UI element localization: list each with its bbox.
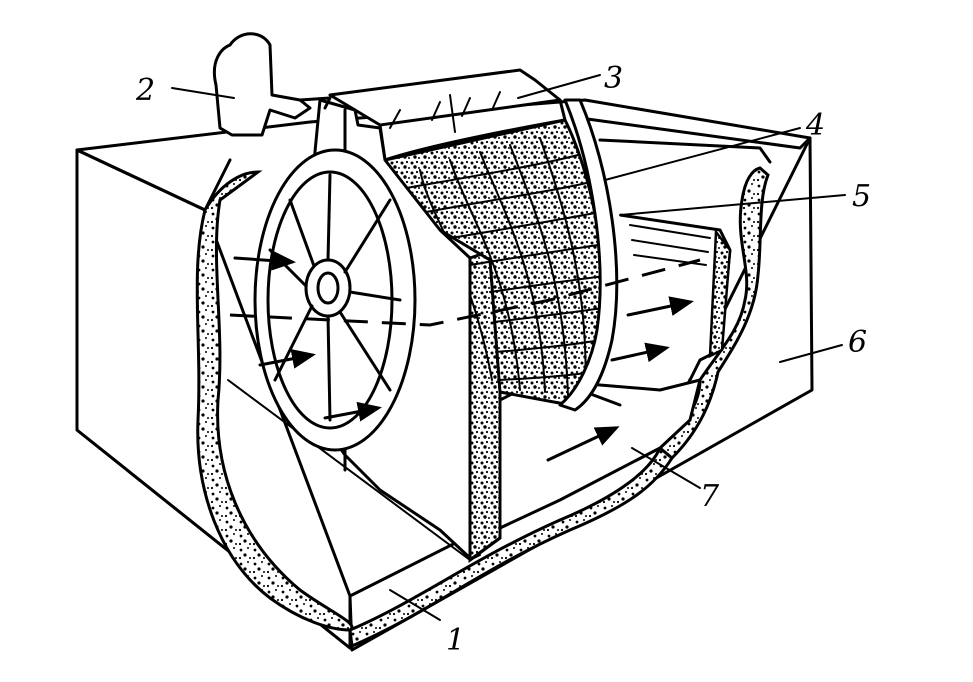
- flow-arrow: [258, 348, 316, 369]
- flow-arrow: [323, 401, 382, 422]
- flow-arrows: [233, 250, 694, 462]
- flow-arrow: [546, 426, 620, 462]
- label-6: 6: [848, 325, 867, 360]
- drum-axis: [229, 258, 701, 327]
- flow-arrow: [626, 296, 694, 317]
- drum-wheel: [253, 148, 417, 452]
- filter-drum: [328, 68, 619, 412]
- flow-arrow: [610, 342, 670, 363]
- flow-arrow: [233, 250, 296, 271]
- label-5: 5: [852, 179, 871, 214]
- label-3: 3: [604, 61, 623, 96]
- label-7: 7: [700, 479, 720, 514]
- drive-motor: [213, 32, 332, 137]
- label-1: 1: [446, 623, 465, 658]
- leader-lines: [171, 74, 846, 621]
- label-4: 4: [805, 108, 825, 143]
- label-2: 2: [135, 73, 155, 108]
- tank-lining: [195, 166, 770, 649]
